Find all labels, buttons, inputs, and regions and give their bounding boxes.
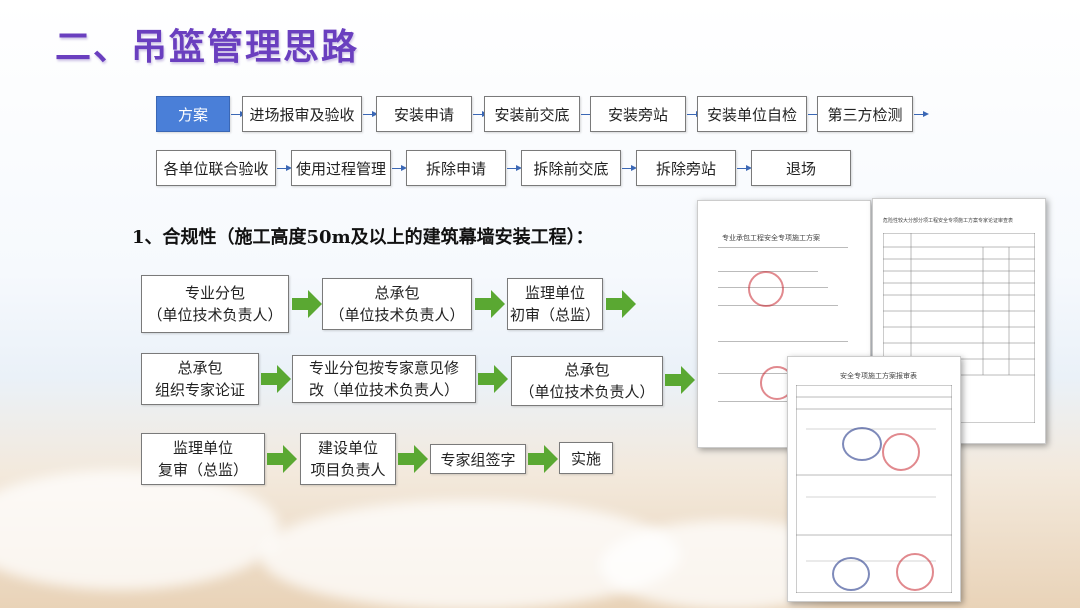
step-line: 改（单位技术负责人） <box>309 379 459 401</box>
flow-arrow <box>277 168 288 169</box>
approval-step[interactable]: 监理单位 初审（总监） <box>507 278 603 330</box>
flow-step[interactable]: 拆除申请 <box>406 150 506 186</box>
flow-arrow <box>914 114 925 115</box>
step-line: 项目负责人 <box>310 459 385 481</box>
doc-header: 安全专项施工方案报审表 <box>840 371 917 381</box>
step-line: 总承包 <box>564 359 609 381</box>
flow-step[interactable]: 第三方检测 <box>817 96 913 132</box>
approval-step[interactable]: 总承包 （单位技术负责人） <box>511 356 663 406</box>
green-arrow <box>398 445 428 473</box>
green-arrow <box>478 365 508 393</box>
step-line: （单位技术负责人） <box>519 381 654 403</box>
seal-stamp <box>842 427 882 461</box>
flow-step[interactable]: 使用过程管理 <box>291 150 391 186</box>
flow-step[interactable]: 拆除旁站 <box>636 150 736 186</box>
flow-step[interactable]: 安装申请 <box>376 96 472 132</box>
step-line: 总承包 <box>177 357 222 379</box>
green-arrow <box>267 445 297 473</box>
flow-step[interactable]: 拆除前交底 <box>521 150 621 186</box>
flow-arrow <box>363 114 374 115</box>
flow-step-plan[interactable]: 方案 <box>156 96 230 132</box>
step-line: 复审（总监） <box>158 459 248 481</box>
flow-step[interactable]: 进场报审及验收 <box>242 96 362 132</box>
green-arrow <box>528 445 558 473</box>
flow-step[interactable]: 安装旁站 <box>590 96 686 132</box>
page-title: 二、吊篮管理思路 <box>55 18 359 70</box>
step-line: （单位技术负责人） <box>147 304 282 326</box>
flow-step[interactable]: 安装单位自检 <box>697 96 807 132</box>
approval-step[interactable]: 总承包 （单位技术负责人） <box>322 278 472 330</box>
flow-arrow <box>392 168 403 169</box>
flow-step[interactable]: 安装前交底 <box>484 96 580 132</box>
step-line: 监理单位 <box>525 282 585 304</box>
green-arrow <box>665 366 695 394</box>
flow-step[interactable]: 各单位联合验收 <box>156 150 276 186</box>
seal-stamp <box>748 271 784 307</box>
green-arrow <box>606 290 636 318</box>
flow-arrow <box>507 168 518 169</box>
approval-step[interactable]: 监理单位 复审（总监） <box>141 433 265 485</box>
flow-arrow <box>231 114 242 115</box>
step-line: 监理单位 <box>173 437 233 459</box>
approval-step[interactable]: 建设单位 项目负责人 <box>300 433 396 485</box>
approval-step[interactable]: 专家组签字 <box>430 444 526 474</box>
step-line: 专业分包按专家意见修 <box>309 357 459 379</box>
flow-arrow <box>622 168 633 169</box>
step-line: 专业分包 <box>185 282 245 304</box>
approval-step[interactable]: 实施 <box>559 442 613 474</box>
approval-step[interactable]: 专业分包 （单位技术负责人） <box>141 275 289 333</box>
scanned-document-approval-form: 安全专项施工方案报审表 <box>787 356 961 602</box>
seal-stamp <box>832 557 870 591</box>
approval-step[interactable]: 总承包 组织专家论证 <box>141 353 259 405</box>
flow-arrow <box>473 114 484 115</box>
seal-stamp <box>896 553 934 591</box>
green-arrow <box>261 365 291 393</box>
step-line: 初审（总监） <box>510 304 600 326</box>
step-line: （单位技术负责人） <box>329 304 464 326</box>
step-line: 总承包 <box>374 282 419 304</box>
flow-arrow <box>737 168 748 169</box>
doc-header: 危险性较大分部分项工程安全专项施工方案专家论证审查表 <box>883 217 1013 224</box>
step-line: 建设单位 <box>318 437 378 459</box>
green-arrow <box>475 290 505 318</box>
seal-stamp <box>882 433 920 471</box>
green-arrow <box>292 290 322 318</box>
step-line: 组织专家论证 <box>155 379 245 401</box>
section-heading: 1、合规性（施工高度50m及以上的建筑幕墙安装工程）： <box>132 223 594 249</box>
approval-step[interactable]: 专业分包按专家意见修 改（单位技术负责人） <box>292 355 476 403</box>
doc-header: 专业承包工程安全专项施工方案 <box>722 233 820 243</box>
flow-step[interactable]: 退场 <box>751 150 851 186</box>
